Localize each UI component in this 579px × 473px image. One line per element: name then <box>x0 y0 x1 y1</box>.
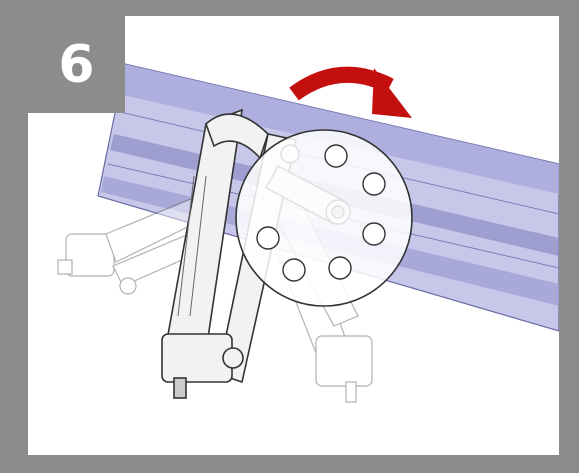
indexing-plate <box>235 129 413 307</box>
step-number-badge: 6 <box>28 16 125 113</box>
assembly-illustration <box>57 63 559 403</box>
curved-arrow-clockwise-icon <box>289 66 412 118</box>
